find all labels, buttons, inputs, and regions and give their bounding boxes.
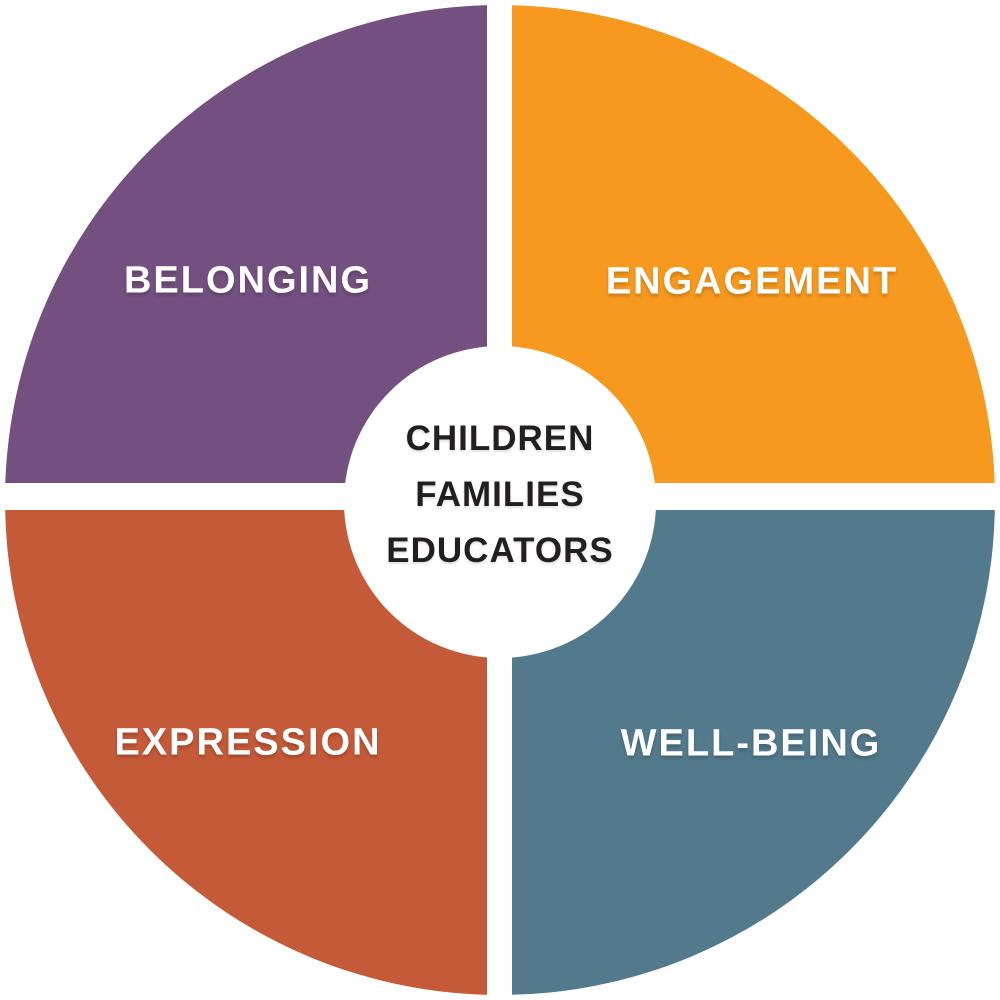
engagement-quadrant-wedge bbox=[500, 5, 995, 500]
belonging-quadrant-wedge bbox=[5, 5, 500, 500]
expression-quadrant-wedge bbox=[5, 500, 500, 995]
center-line-families: FAMILIES bbox=[415, 475, 585, 514]
center-hub-text: CHILDREN FAMILIES EDUCATORS bbox=[386, 411, 613, 579]
wellbeing-quadrant-wedge bbox=[500, 500, 995, 995]
center-line-children: CHILDREN bbox=[405, 419, 595, 458]
belonging-label: BELONGING bbox=[123, 259, 373, 302]
wellbeing-label: WELL-BEING bbox=[620, 722, 882, 765]
expression-label: EXPRESSION bbox=[114, 721, 382, 764]
center-hub-circle bbox=[344, 346, 656, 658]
center-line-educators: EDUCATORS bbox=[386, 531, 614, 570]
engagement-label: ENGAGEMENT bbox=[605, 260, 899, 303]
